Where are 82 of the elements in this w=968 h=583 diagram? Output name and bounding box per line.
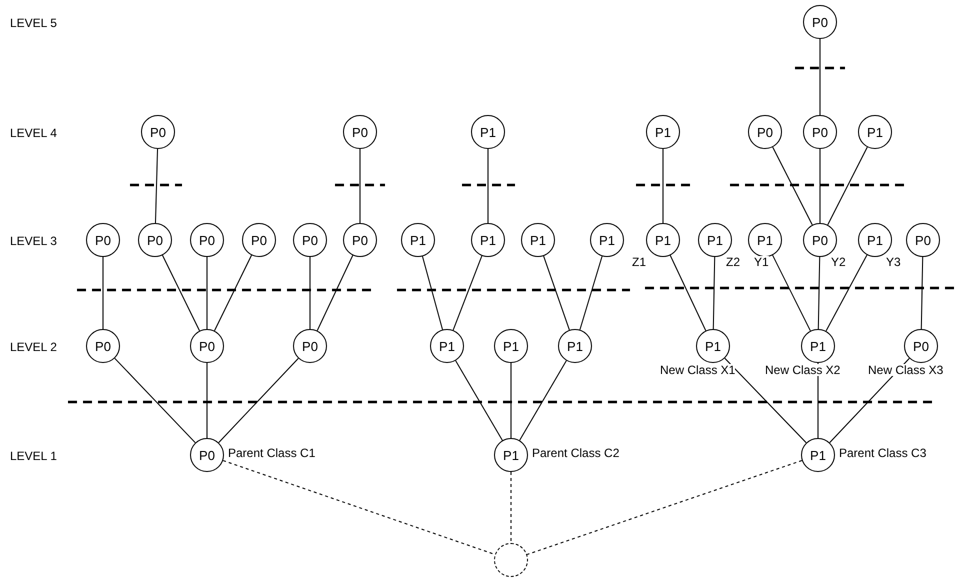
node-caption: Z1: [632, 256, 646, 268]
connector-line: [422, 256, 444, 330]
node-caption: New Class X3: [868, 364, 944, 376]
connector-line: [218, 358, 299, 444]
connector-line: [222, 460, 496, 555]
node-text: P0: [913, 340, 929, 352]
node-text: P1: [599, 234, 615, 246]
node-caption: Y1: [754, 256, 769, 268]
node-text: P0: [199, 340, 215, 352]
node-caption: Z2: [726, 256, 740, 268]
connector-line: [712, 256, 716, 330]
node-text: P1: [439, 340, 455, 352]
level-label: LEVEL 1: [10, 448, 57, 465]
node-text: P1: [810, 448, 826, 462]
connector-line: [214, 254, 252, 332]
connector-line: [452, 255, 482, 331]
node-text: P1: [480, 234, 496, 246]
node-text: P0: [352, 126, 368, 138]
node-caption: New Class X2: [765, 364, 840, 376]
connector-line: [826, 254, 868, 332]
node-text: P0: [199, 448, 215, 462]
connector-line: [206, 362, 208, 438]
connector-line: [162, 254, 200, 332]
node-text: P1: [530, 234, 546, 246]
node-text: P0: [199, 234, 215, 246]
node-caption: Parent Class C2: [532, 447, 620, 459]
connector-line: [920, 256, 924, 330]
connector-line: [724, 358, 807, 444]
connector-line: [519, 360, 567, 441]
node-text: P0: [352, 234, 368, 246]
level-label: LEVEL 5: [10, 15, 57, 32]
node-text: P0: [302, 234, 318, 246]
connector-line: [543, 256, 570, 330]
level-label: LEVEL 4: [10, 125, 57, 142]
node-text: P1: [867, 234, 883, 246]
node-caption: Y3: [886, 256, 901, 268]
node-text: P0: [915, 234, 931, 246]
node-text: P0: [147, 234, 163, 246]
node-text: P1: [867, 126, 883, 138]
node-text: P0: [150, 126, 166, 138]
node-text: P1: [757, 234, 773, 246]
connector-line: [772, 146, 813, 226]
connector-line: [316, 254, 354, 332]
node-text: P1: [567, 340, 583, 352]
node-text: P1: [655, 126, 671, 138]
connector-line: [662, 148, 664, 224]
connector-line: [827, 146, 868, 226]
node-text: P0: [812, 16, 828, 28]
node-text: P1: [705, 340, 721, 352]
level-label: LEVEL 2: [10, 339, 57, 356]
node-text: P0: [812, 234, 828, 246]
connector-line: [154, 148, 158, 224]
connector-line: [102, 256, 104, 330]
connector-line: [206, 256, 208, 330]
node-text: P1: [410, 234, 426, 246]
node-text: P1: [503, 340, 519, 352]
connector-line: [772, 254, 811, 332]
node-text: P0: [95, 340, 111, 352]
node-caption: New Class X1: [660, 364, 736, 376]
node-text: P0: [812, 126, 828, 138]
connector-line: [670, 254, 706, 332]
connector-line: [818, 256, 820, 330]
level-label: LEVEL 3: [10, 233, 57, 250]
node-caption: Y2: [831, 256, 846, 268]
node-text: P1: [503, 448, 519, 462]
node-text: P0: [95, 234, 111, 246]
connector-line: [579, 256, 603, 330]
node-caption: Parent Class C3: [839, 447, 926, 459]
node-text: P0: [757, 126, 773, 138]
node-text: P1: [655, 234, 671, 246]
node-text: P0: [251, 234, 267, 246]
connector-line: [829, 358, 910, 444]
connector-line: [114, 358, 196, 444]
node-caption: Parent Class C1: [228, 447, 316, 459]
connector-line: [455, 360, 503, 441]
connector-line: [510, 472, 512, 544]
connector-line: [526, 460, 802, 555]
node-text: P0: [302, 340, 318, 352]
node-text: P1: [480, 126, 496, 138]
node-text: P1: [810, 340, 826, 352]
node-text: P1: [707, 234, 723, 246]
connector-line: [510, 362, 512, 438]
